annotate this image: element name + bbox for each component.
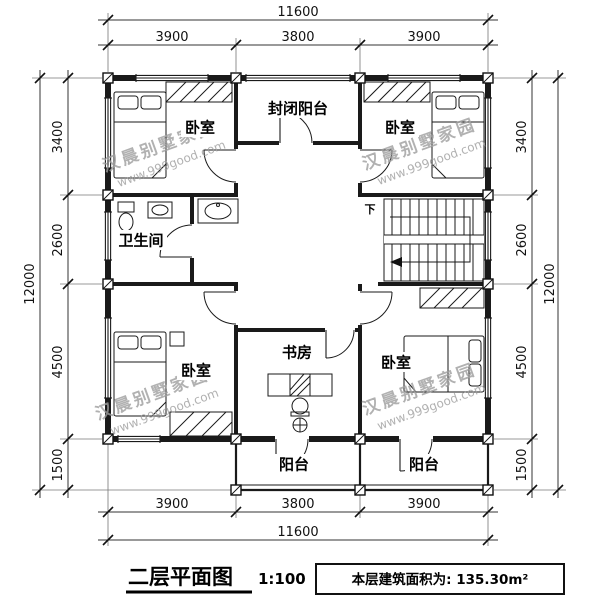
plan-scale: 1:100 (258, 570, 306, 588)
room-labels: 卧室 封闭阳台 卧室 卫生间 书房 卧室 卧室 阳台 (115, 98, 443, 474)
column-marker (482, 189, 494, 201)
dimension-chain-bottom: 3900 3800 3900 11600 (98, 443, 498, 546)
dimension-chain-top: 11600 3900 3800 3900 (98, 5, 498, 72)
svg-text:卧室: 卧室 (385, 119, 415, 137)
dim-bottom-total: 11600 (277, 525, 318, 540)
bathroom-sink (147, 201, 173, 219)
window-bedroom-nw-left (104, 97, 112, 169)
dim-bottom-seg-1: 3900 (155, 497, 188, 512)
room-label-bathroom: 卫生间 (115, 230, 167, 250)
door-study (325, 327, 355, 359)
door-bedroom-se (357, 291, 393, 325)
dim-right-seg-3: 4500 (515, 345, 530, 378)
svg-text:卫生间: 卫生间 (118, 232, 163, 250)
door-bedroom-ne (357, 149, 393, 183)
area-note: 本层建筑面积为: 135.30m² (352, 571, 529, 588)
column-marker (102, 189, 114, 201)
stair-direction-arrow (390, 257, 402, 267)
wardrobe-nw (165, 81, 233, 103)
door-bedroom-nw (203, 149, 239, 183)
dim-left-seg-1: 3400 (51, 120, 66, 153)
column-marker (354, 484, 366, 496)
area-note-box (315, 563, 565, 595)
room-label-study: 书房 (278, 342, 316, 362)
room-label-bedroom-nw: 卧室 (181, 117, 219, 137)
svg-text:封闭阳台: 封闭阳台 (268, 100, 328, 118)
room-label-bedroom-se: 卧室 (377, 352, 415, 372)
stair-direction-label: 下 (365, 203, 376, 216)
window-stairs-right (484, 211, 492, 261)
structural-columns (102, 72, 494, 496)
room-label-balcony-right: 阳台 (405, 454, 443, 474)
column-marker (354, 433, 366, 445)
windows (104, 74, 492, 443)
dim-top-total: 11600 (277, 5, 318, 20)
bed-sw (113, 331, 167, 417)
svg-text:卧室: 卧室 (181, 362, 211, 380)
bed-ne (431, 91, 485, 179)
wardrobe-ne (363, 81, 431, 103)
bed-nw (113, 91, 167, 179)
window-enclosed-balcony-top (245, 74, 351, 82)
window-bathroom-left (104, 211, 112, 261)
svg-text:阳台: 阳台 (409, 456, 439, 474)
column-marker (354, 72, 366, 84)
wardrobe-sw (169, 411, 233, 437)
column-marker (102, 433, 114, 445)
window-bedroom-nw-top (135, 74, 209, 82)
dim-right-seg-4: 1500 (515, 448, 530, 481)
column-marker (230, 72, 242, 84)
dim-left-seg-2: 2600 (51, 223, 66, 256)
window-bedroom-se-right (484, 317, 492, 399)
study-chair (290, 397, 310, 417)
dim-right-seg-2: 2600 (515, 223, 530, 256)
svg-text:阳台: 阳台 (279, 456, 309, 474)
study-desk (267, 373, 333, 397)
dim-right-total: 12000 (543, 263, 558, 304)
room-label-bedroom-ne: 卧室 (381, 117, 419, 137)
nightstand-sw (169, 331, 185, 347)
dim-left-total: 12000 (23, 263, 38, 304)
column-marker (482, 433, 494, 445)
dim-left-seg-4: 1500 (51, 448, 66, 481)
dim-top-seg-3: 3900 (407, 30, 440, 45)
title-block: 二层平面图 1:100 本层建筑面积为: 135.30m² (126, 563, 565, 595)
window-bedroom-ne-top (387, 74, 461, 82)
column-marker (482, 278, 494, 290)
wardrobe-se (419, 287, 485, 309)
dim-bottom-seg-2: 3800 (281, 497, 314, 512)
door-bedroom-sw (203, 291, 239, 325)
window-bedroom-sw-bottom (117, 435, 161, 443)
svg-text:书房: 书房 (282, 344, 312, 362)
dim-top-seg-2: 3800 (281, 30, 314, 45)
window-bedroom-sw-left (104, 317, 112, 399)
dimension-chain-right: 3400 2600 4500 1500 12000 (494, 70, 566, 498)
svg-text:卧室: 卧室 (185, 119, 215, 137)
window-bedroom-ne-right (484, 97, 492, 169)
stairs: 下 (365, 198, 485, 282)
doors (159, 110, 433, 472)
dim-bottom-seg-3: 3900 (407, 497, 440, 512)
column-marker (102, 278, 114, 290)
room-label-enclosed-balcony: 封闭阳台 (264, 98, 332, 118)
dim-right-seg-1: 3400 (515, 120, 530, 153)
hall-washbasin (197, 198, 239, 224)
dim-top-seg-1: 3900 (155, 30, 188, 45)
dimension-chain-left: 3400 2600 4500 1500 12000 (23, 70, 232, 498)
column-marker (482, 72, 494, 84)
study-plant (292, 417, 308, 433)
column-marker (230, 484, 242, 496)
room-label-bedroom-sw: 卧室 (177, 360, 215, 380)
door-bathroom (159, 224, 195, 258)
column-marker (230, 433, 242, 445)
svg-text:卧室: 卧室 (381, 354, 411, 372)
plan-title: 二层平面图 (128, 565, 233, 589)
column-marker (482, 484, 494, 496)
dim-left-seg-3: 4500 (51, 345, 66, 378)
room-label-balcony-mid: 阳台 (275, 454, 313, 474)
column-marker (102, 72, 114, 84)
